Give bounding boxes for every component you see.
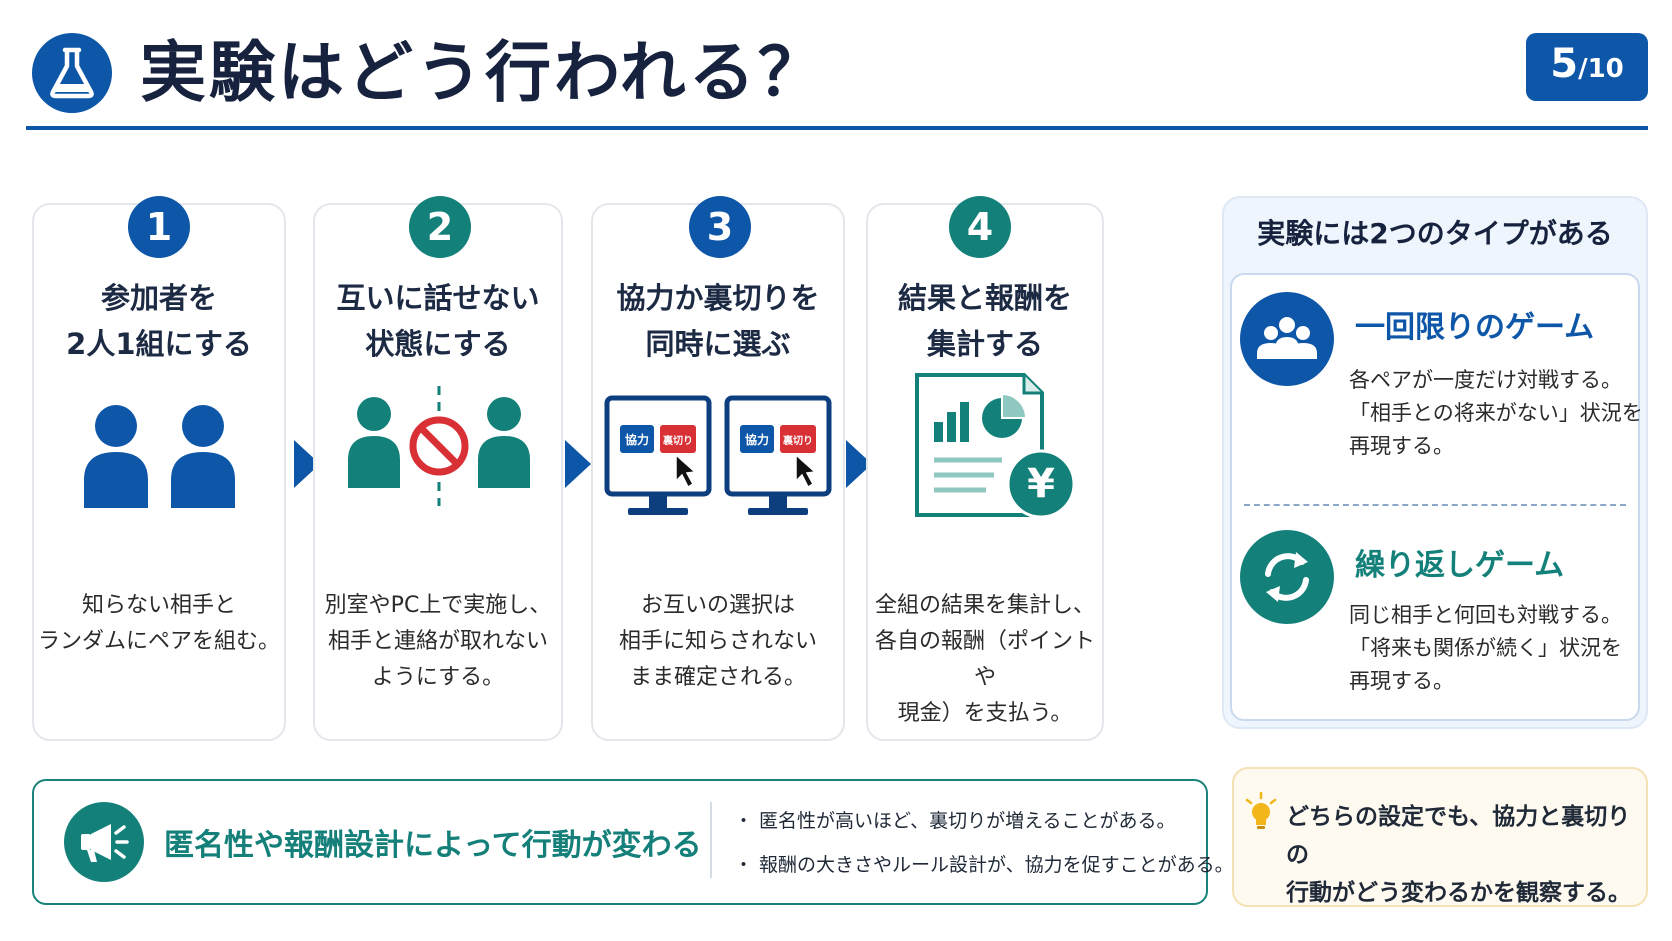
banner-divider [710, 802, 712, 878]
repeat-graphic [1265, 552, 1309, 602]
step-arrow-2 [565, 440, 591, 488]
cooperate-button-label-right: 協力 [744, 433, 769, 447]
step-desc-3-line-2: 相手に知らされない [618, 629, 817, 654]
step-desc-1-line-1: 知らない相手と [81, 593, 236, 618]
note-line-2: 行動がどう変わるかを観察する。 [1286, 880, 1631, 906]
step-title-4-line-1: 結果と報酬を [897, 281, 1072, 315]
step-title-4: 結果と報酬を 集計する [866, 275, 1104, 367]
banner-title: 匿名性や報酬設計によって行動が変わる [164, 828, 702, 863]
step-number-3: 3 [689, 196, 751, 258]
repeat-icon [1240, 530, 1334, 624]
cooperate-button-label-left: 協力 [624, 433, 649, 447]
type-desc-one-shot-line-3: 再現する。 [1349, 434, 1454, 458]
step-title-2-line-1: 互いに話せない [336, 281, 540, 315]
step-desc-2-line-1: 別室やPC上で実施し、 [324, 593, 552, 618]
type-name-repeated: 繰り返しゲーム [1355, 548, 1565, 583]
step-desc-2: 別室やPC上で実施し、 相手と連絡が取れない ようにする。 [313, 588, 563, 696]
step-desc-1-line-2: ランダムにペアを組む。 [37, 629, 280, 654]
banner-bullet-1: ・ 匿名性が高いほど、裏切りが増えることがある。 [734, 810, 1176, 832]
step-desc-4-line-2: 各自の報酬（ポイントや [874, 629, 1095, 690]
page-current: 5 [1550, 41, 1579, 87]
step-number-4: 4 [949, 196, 1011, 258]
step-title-3-line-1: 協力か裏切りを [616, 281, 820, 315]
report-yen-icon: ¥ [914, 372, 1078, 520]
type-desc-repeated-line-2: 「将来も関係が続く」状況を [1349, 636, 1622, 660]
flask-logo [32, 33, 112, 113]
step-desc-4-line-3: 現金）を支払う。 [897, 701, 1073, 726]
step-number-1: 1 [128, 196, 190, 258]
header-divider [26, 126, 1648, 130]
flask-icon [50, 47, 94, 99]
step-desc-4: 全組の結果を集計し、 各自の報酬（ポイントや 現金）を支払う。 [866, 588, 1104, 732]
computer-choice-icon: 協力 裏切り 協力 裏切り [604, 395, 832, 519]
step-desc-2-line-2: 相手と連絡が取れない [327, 629, 548, 654]
type-desc-repeated-line-3: 再現する。 [1349, 669, 1454, 693]
type-desc-one-shot-line-2: 「相手との将来がない」状況を [1349, 401, 1643, 425]
group-graphic [1257, 317, 1317, 359]
step-title-1-line-2: 2人1組にする [66, 327, 252, 361]
step-title-4-line-2: 集計する [926, 327, 1043, 361]
note-line-1: どちらの設定でも、協力と裏切りの [1286, 804, 1631, 868]
megaphone-graphic [81, 824, 129, 862]
step-desc-4-line-1: 全組の結果を集計し、 [874, 593, 1095, 618]
step-title-1-line-1: 参加者を [100, 281, 217, 315]
betray-button-label-left: 裏切り [663, 436, 693, 447]
report-graphic [915, 373, 1076, 519]
observation-note [1232, 767, 1648, 907]
step-desc-1: 知らない相手と ランダムにペアを組む。 [32, 588, 286, 660]
pair-people-icon [84, 405, 235, 508]
megaphone-icon [64, 802, 144, 882]
page-title: 実験はどう行われる？ [140, 34, 827, 111]
step-card-1 [32, 203, 286, 741]
types-divider [1244, 504, 1626, 506]
step-desc-2-line-3: ようにする。 [371, 665, 505, 690]
type-desc-repeated: 同じ相手と何回も対戦する。 「将来も関係が続く」状況を 再現する。 [1349, 599, 1622, 698]
step-title-2: 互いに話せない 状態にする [313, 275, 563, 367]
banner-bullet-2: ・ 報酬の大きさやルール設計が、協力を促すことがある。 [734, 854, 1234, 876]
type-desc-one-shot-line-1: 各ペアが一度だけ対戦する。 [1349, 368, 1622, 392]
step-title-3-line-2: 同時に選ぶ [645, 327, 791, 361]
step-desc-3-line-1: お互いの選択は [640, 593, 795, 618]
type-name-one-shot: 一回限りのゲーム [1355, 310, 1595, 345]
page-indicator: 5 /10 [1526, 33, 1648, 101]
step-title-2-line-2: 状態にする [365, 327, 511, 361]
step-desc-3: お互いの選択は 相手に知らされない まま確定される。 [591, 588, 845, 696]
step-desc-3-line-3: まま確定される。 [629, 665, 806, 690]
type-desc-repeated-line-1: 同じ相手と何回も対戦する。 [1349, 603, 1622, 627]
step-title-3: 協力か裏切りを 同時に選ぶ [591, 275, 845, 367]
betray-button-label-right: 裏切り [783, 436, 813, 447]
lightbulb-icon [1245, 792, 1277, 829]
note-text: どちらの設定でも、協力と裏切りの 行動がどう変わるかを観察する。 [1286, 798, 1646, 912]
page-total: /10 [1578, 54, 1624, 84]
insight-banner [32, 779, 1208, 905]
no-communication-icon [348, 386, 530, 506]
step-number-2: 2 [409, 196, 471, 258]
group-icon [1240, 292, 1334, 386]
yen-symbol: ¥ [1027, 461, 1055, 507]
type-desc-one-shot: 各ペアが一度だけ対戦する。 「相手との将来がない」状況を 再現する。 [1349, 364, 1643, 463]
types-panel-title: 実験には2つのタイプがある [1257, 217, 1613, 250]
monitors-graphic [604, 395, 832, 515]
step-title-1: 参加者を 2人1組にする [32, 275, 286, 367]
